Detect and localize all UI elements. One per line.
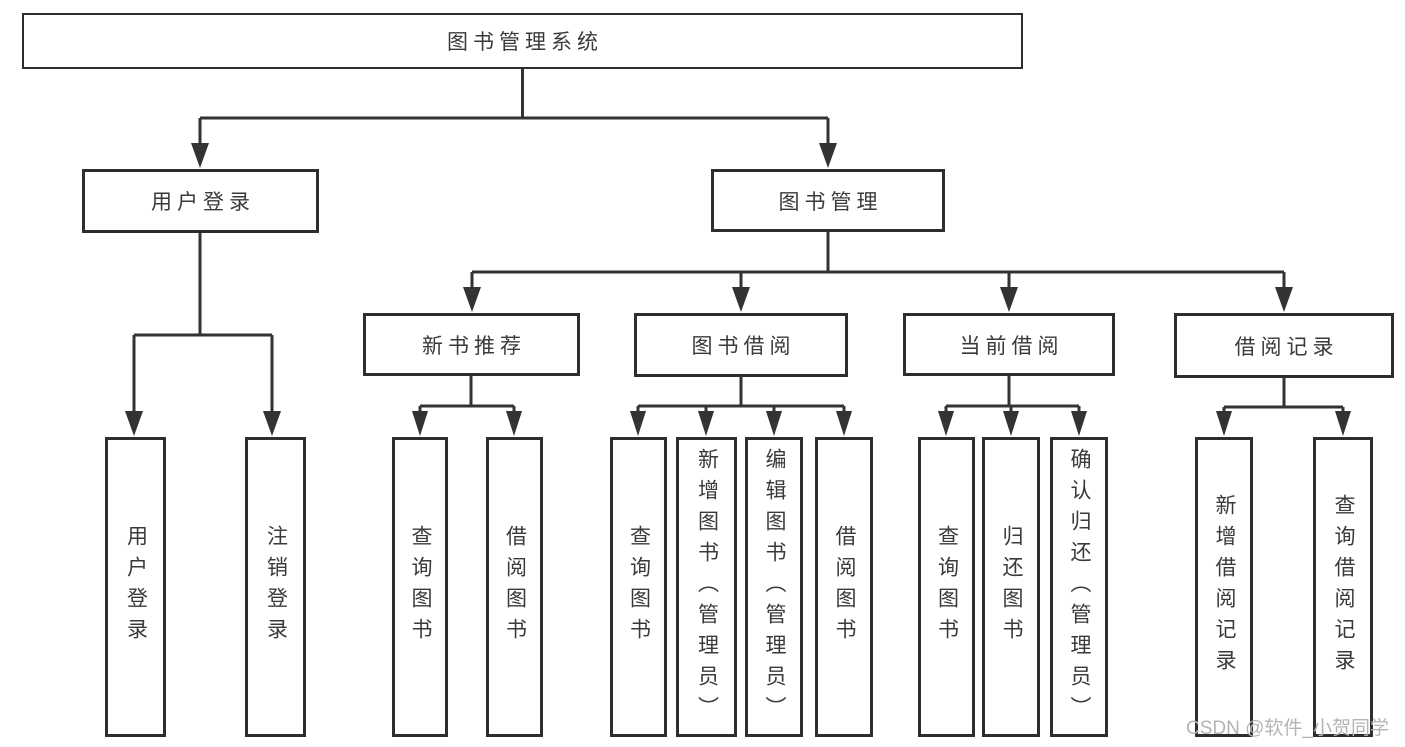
leaf-edit-book-admin-label: 编辑图书（管理员） (763, 447, 786, 727)
leaf-return-book-label: 归还图书 (1000, 525, 1023, 649)
leaf-confirm-return-admin-label: 确认归还（管理员） (1068, 447, 1091, 727)
leaf-edit-book-admin: 编辑图书（管理员） (745, 437, 803, 737)
leaf-add-book-admin: 新增图书（管理员） (676, 437, 737, 737)
node-user-login: 用户登录 (82, 169, 319, 233)
node-current-borrowing: 当前借阅 (903, 313, 1115, 376)
node-book-management-label: 图书管理 (778, 190, 883, 214)
node-user-login-label: 用户登录 (151, 191, 255, 214)
leaf-query-books-recommend-label: 查询图书 (409, 525, 432, 649)
leaf-add-book-admin-label: 新增图书（管理员） (695, 447, 719, 727)
leaf-logout: 注销登录 (245, 437, 306, 737)
node-book-borrowing: 图书借阅 (634, 313, 848, 377)
leaf-query-borrow-record: 查询借阅记录 (1313, 437, 1373, 737)
leaf-borrow-books-recommend-label: 借阅图书 (503, 525, 527, 649)
leaf-query-borrow-record-label: 查询借阅记录 (1332, 494, 1355, 680)
leaf-query-books-current-label: 查询图书 (935, 525, 959, 649)
leaf-query-books-recommend: 查询图书 (392, 437, 448, 737)
leaf-return-book: 归还图书 (982, 437, 1040, 737)
node-book-management: 图书管理 (711, 169, 945, 232)
leaf-confirm-return-admin: 确认归还（管理员） (1050, 437, 1108, 737)
leaf-add-borrow-record-label: 新增借阅记录 (1213, 494, 1236, 680)
leaf-user-login: 用户登录 (105, 437, 166, 737)
node-library-system-label: 图书管理系统 (447, 31, 603, 54)
node-book-borrowing-label: 图书借阅 (691, 335, 796, 358)
leaf-user-login-label: 用户登录 (124, 525, 148, 649)
leaf-borrow-books-label: 借阅图书 (833, 525, 856, 649)
leaf-query-books-borrow: 查询图书 (610, 437, 667, 737)
node-new-book-recommend: 新书推荐 (363, 313, 580, 376)
node-borrow-records: 借阅记录 (1174, 313, 1394, 378)
node-borrow-records-label: 借阅记录 (1234, 335, 1339, 359)
leaf-logout-label: 注销登录 (264, 525, 288, 649)
node-new-book-recommend-label: 新书推荐 (422, 334, 526, 358)
leaf-query-books-borrow-label: 查询图书 (627, 525, 651, 649)
csdn-watermark: CSDN @软件_小贺同学 (1186, 718, 1389, 739)
node-library-system: 图书管理系统 (22, 13, 1023, 69)
leaf-add-borrow-record: 新增借阅记录 (1195, 437, 1253, 737)
leaf-borrow-books-recommend: 借阅图书 (486, 437, 543, 737)
leaf-borrow-books: 借阅图书 (815, 437, 873, 737)
node-current-borrowing-label: 当前借阅 (959, 334, 1064, 358)
leaf-query-books-current: 查询图书 (918, 437, 975, 737)
